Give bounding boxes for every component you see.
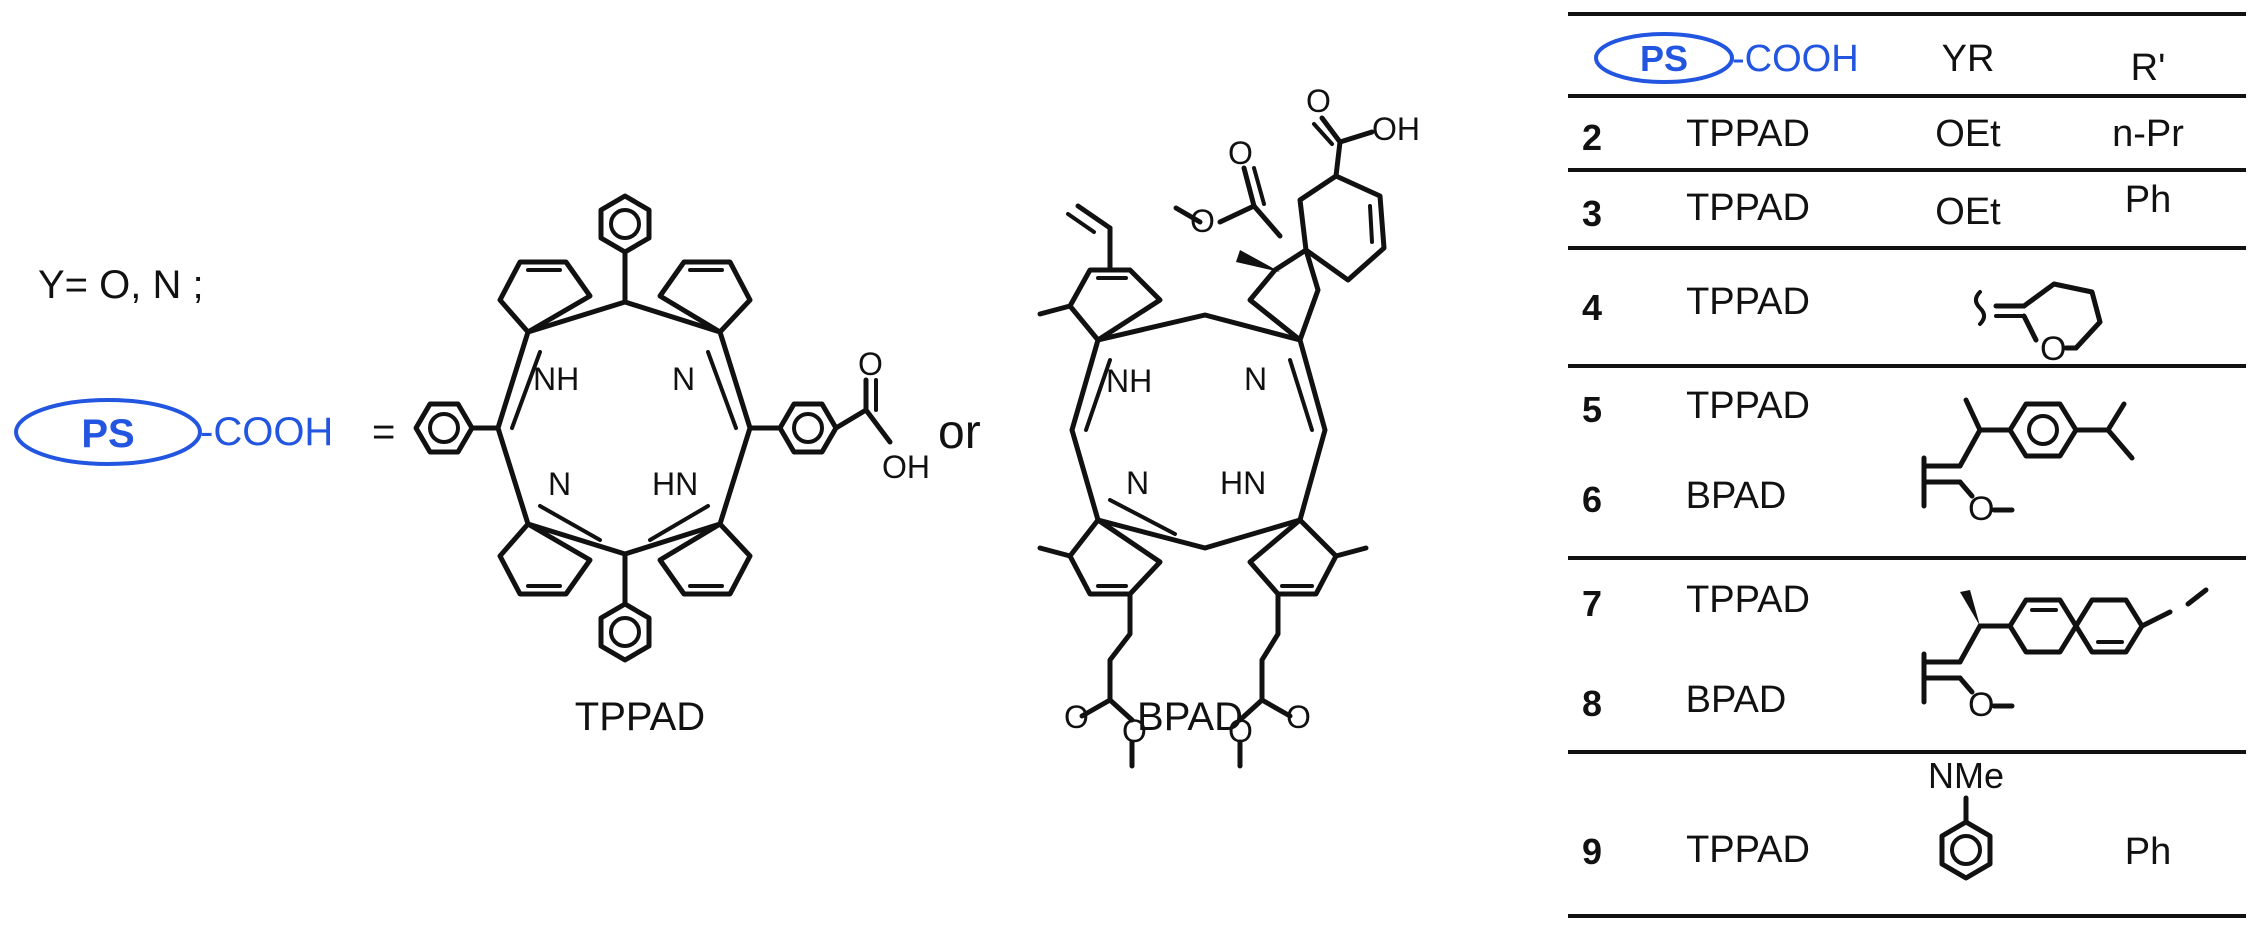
cooh-label: -COOH bbox=[200, 410, 333, 454]
table-row: 5 TPPAD bbox=[1582, 385, 1810, 430]
row-number: 2 bbox=[1582, 117, 1602, 158]
row-ps: TPPAD bbox=[1686, 113, 1810, 155]
or-label: or bbox=[938, 406, 981, 459]
substrate-table: PS -COOH YR R' 2 TPPAD OEt n-Pr 3 TPPAD … bbox=[1568, 12, 2246, 918]
bpad-o-ester-top: O bbox=[1228, 135, 1253, 171]
ps-ellipse bbox=[14, 398, 202, 466]
row-ps: BPAD bbox=[1686, 679, 1787, 721]
ps-label: PS bbox=[81, 412, 134, 456]
naproxen-structure: O bbox=[1921, 587, 2209, 724]
row-number: 5 bbox=[1582, 389, 1602, 430]
row-ps: TPPAD bbox=[1686, 187, 1810, 229]
row-rprime: n-Pr bbox=[2112, 113, 2184, 155]
table-row: 6 BPAD O bbox=[1582, 397, 2135, 528]
bpad-o-right-1: O bbox=[1286, 699, 1311, 735]
tppad-n-bottom: N bbox=[548, 466, 571, 502]
row-ps: TPPAD bbox=[1686, 281, 1810, 323]
bpad-n-bottom: N bbox=[1126, 465, 1149, 501]
row-ps: BPAD bbox=[1686, 475, 1787, 517]
bpad-o-left-2: O bbox=[1122, 713, 1147, 749]
ps-cooh-legend: PS -COOH = bbox=[14, 398, 395, 466]
naproxen-o: O bbox=[1968, 686, 1994, 724]
row-yr: NMe bbox=[1928, 755, 2004, 796]
tppad-name: TPPAD bbox=[575, 695, 705, 739]
bpad-n-top: N bbox=[1244, 361, 1267, 397]
row-yr: OEt bbox=[1935, 113, 2001, 155]
bpad-nh-top: NH bbox=[1106, 363, 1152, 399]
row-number: 9 bbox=[1582, 831, 1602, 872]
tppad-oh: OH bbox=[882, 449, 930, 485]
lactone-structure: O bbox=[1974, 281, 2103, 368]
bpad-name: BPAD bbox=[1137, 695, 1243, 739]
lactone-o: O bbox=[2040, 330, 2066, 368]
row-number: 3 bbox=[1582, 193, 1602, 234]
table-row: 4 TPPAD O bbox=[1582, 281, 2103, 368]
header-yr: YR bbox=[1942, 38, 1995, 80]
row-rprime: Ph bbox=[2125, 179, 2171, 221]
bpad-structure: NH N N HN O O O OH O O O O BPAD bbox=[1037, 83, 1420, 769]
ibuprofen-o: O bbox=[1968, 490, 1994, 528]
header-ps-ellipse bbox=[1594, 32, 1734, 84]
row-number: 4 bbox=[1582, 287, 1602, 328]
table-header: PS -COOH YR R' bbox=[1594, 32, 2166, 89]
table-row: 7 TPPAD bbox=[1582, 579, 1810, 624]
tppad-o-carbonyl: O bbox=[858, 346, 883, 382]
row-yr: OEt bbox=[1935, 191, 2001, 233]
bpad-o-ester-top2: O bbox=[1190, 203, 1215, 239]
header-cooh-label: -COOH bbox=[1732, 38, 1859, 80]
row-number: 6 bbox=[1582, 479, 1602, 520]
tppad-nh-top: NH bbox=[533, 361, 579, 397]
bpad-hn-bottom: HN bbox=[1220, 465, 1266, 501]
bpad-o-left-1: O bbox=[1064, 699, 1089, 735]
row-number: 8 bbox=[1582, 683, 1602, 724]
row-ps: TPPAD bbox=[1686, 579, 1810, 621]
bpad-o-right-2: O bbox=[1228, 713, 1253, 749]
ibuprofen-structure: O bbox=[1921, 397, 2135, 528]
n-methylaniline-ring bbox=[1939, 795, 1993, 881]
tppad-structure: NH N N HN O OH TPPAD bbox=[413, 193, 930, 739]
y-definition: Y= O, N ; bbox=[38, 263, 204, 307]
table-row: 3 TPPAD OEt Ph bbox=[1582, 179, 2171, 234]
tppad-hn-bottom: HN bbox=[652, 466, 698, 502]
table-row: 8 BPAD O bbox=[1582, 587, 2209, 724]
header-ps-label: PS bbox=[1640, 38, 1688, 79]
bpad-o-acid: O bbox=[1306, 83, 1331, 119]
row-ps: TPPAD bbox=[1686, 829, 1810, 871]
table-row: 2 TPPAD OEt n-Pr bbox=[1582, 113, 2184, 158]
bpad-oh: OH bbox=[1372, 111, 1420, 147]
row-number: 7 bbox=[1582, 583, 1602, 624]
table-row: 9 TPPAD NMe Ph bbox=[1582, 755, 2171, 881]
header-rprime: R' bbox=[2131, 47, 2166, 89]
equals-sign: = bbox=[372, 410, 395, 454]
row-rprime: Ph bbox=[2125, 831, 2171, 873]
tppad-n-top: N bbox=[672, 361, 695, 397]
row-ps: TPPAD bbox=[1686, 385, 1810, 427]
